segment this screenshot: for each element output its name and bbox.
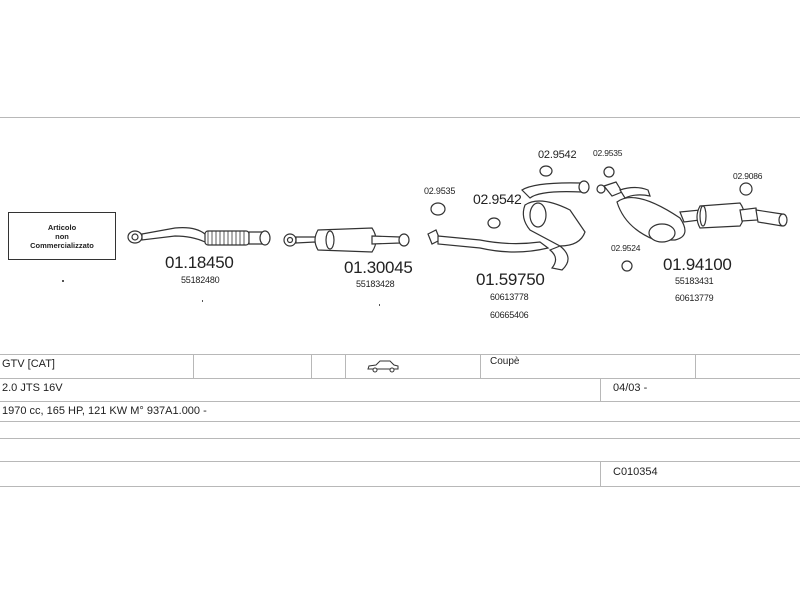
table-line xyxy=(0,461,800,462)
ring-drawing xyxy=(603,166,615,178)
part-ref: 55182480 xyxy=(181,275,220,285)
catalyst-drawing xyxy=(283,227,410,253)
clamp-drawing xyxy=(430,202,446,216)
table-divider xyxy=(600,461,601,486)
box-line-1: Articolo xyxy=(47,222,77,232)
body-cell: Coupè xyxy=(490,356,520,367)
small-part-code[interactable]: 02.9535 xyxy=(593,148,623,158)
engine-cell: 2.0 JTS 16V xyxy=(2,382,63,394)
rubber-mount-drawing xyxy=(621,260,633,272)
table-divider xyxy=(695,354,696,378)
spec-cell: 1970 cc, 165 HP, 121 KW M° 937A1.000 - xyxy=(2,405,207,417)
mid-silencer-drawing xyxy=(427,180,590,271)
part-code[interactable]: 01.30045 xyxy=(344,258,413,277)
marker-dot xyxy=(62,280,64,282)
part-code[interactable]: 01.18450 xyxy=(165,253,234,272)
front-pipe-drawing xyxy=(127,227,271,246)
hanger-drawing xyxy=(739,182,753,196)
part-code[interactable]: 01.94100 xyxy=(663,255,732,274)
part-code[interactable]: 01.59750 xyxy=(476,270,545,289)
table-divider xyxy=(345,354,346,378)
part-ref: 60613779 xyxy=(675,293,714,303)
model-cell: GTV [CAT] xyxy=(2,358,55,370)
table-line xyxy=(0,354,800,355)
small-part-code[interactable]: 02.9086 xyxy=(733,171,763,181)
part-ref: 60665406 xyxy=(490,310,529,320)
table-line xyxy=(0,421,800,422)
table-divider xyxy=(311,354,312,378)
marker-dot xyxy=(202,300,203,302)
marker-dot xyxy=(379,304,380,306)
table-divider xyxy=(193,354,194,378)
rear-silencer-drawing xyxy=(596,181,788,243)
part-ref: 55183428 xyxy=(356,279,395,289)
table-line xyxy=(0,401,800,402)
reference-cell: C010354 xyxy=(613,466,658,478)
ring-drawing xyxy=(539,165,553,177)
small-part-code[interactable]: 02.9524 xyxy=(611,243,641,253)
gasket-drawing xyxy=(487,217,501,229)
table-divider xyxy=(480,354,481,378)
part-ref: 60613778 xyxy=(490,292,529,302)
table-line xyxy=(0,378,800,379)
table-line xyxy=(0,486,800,487)
box-line-2: non xyxy=(55,231,69,241)
table-divider xyxy=(600,378,601,401)
box-line-3: Commercializzato xyxy=(30,240,94,250)
not-available-box: Articolo non Commercializzato xyxy=(8,212,116,260)
part-ref: 55183431 xyxy=(675,276,714,286)
panel-top-border xyxy=(0,117,800,118)
small-part-code[interactable]: 02.9542 xyxy=(538,149,577,161)
car-icon xyxy=(367,360,399,373)
table-line xyxy=(0,438,800,439)
small-part-code[interactable]: 02.9542 xyxy=(473,191,522,207)
small-part-code[interactable]: 02.9535 xyxy=(424,186,456,196)
date-cell: 04/03 - xyxy=(613,382,648,394)
